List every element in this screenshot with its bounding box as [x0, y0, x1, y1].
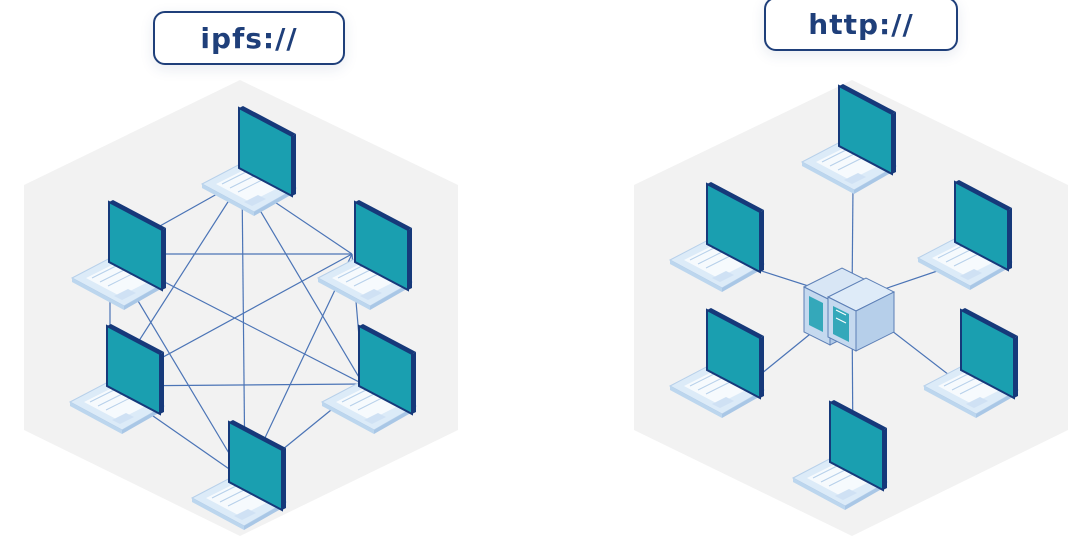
http-network: [634, 80, 1068, 536]
ipfs-protocol-label: ipfs://: [153, 11, 345, 65]
http-protocol-label: http://: [764, 0, 958, 51]
ipfs-network: [24, 80, 458, 536]
http-server: [802, 267, 896, 352]
